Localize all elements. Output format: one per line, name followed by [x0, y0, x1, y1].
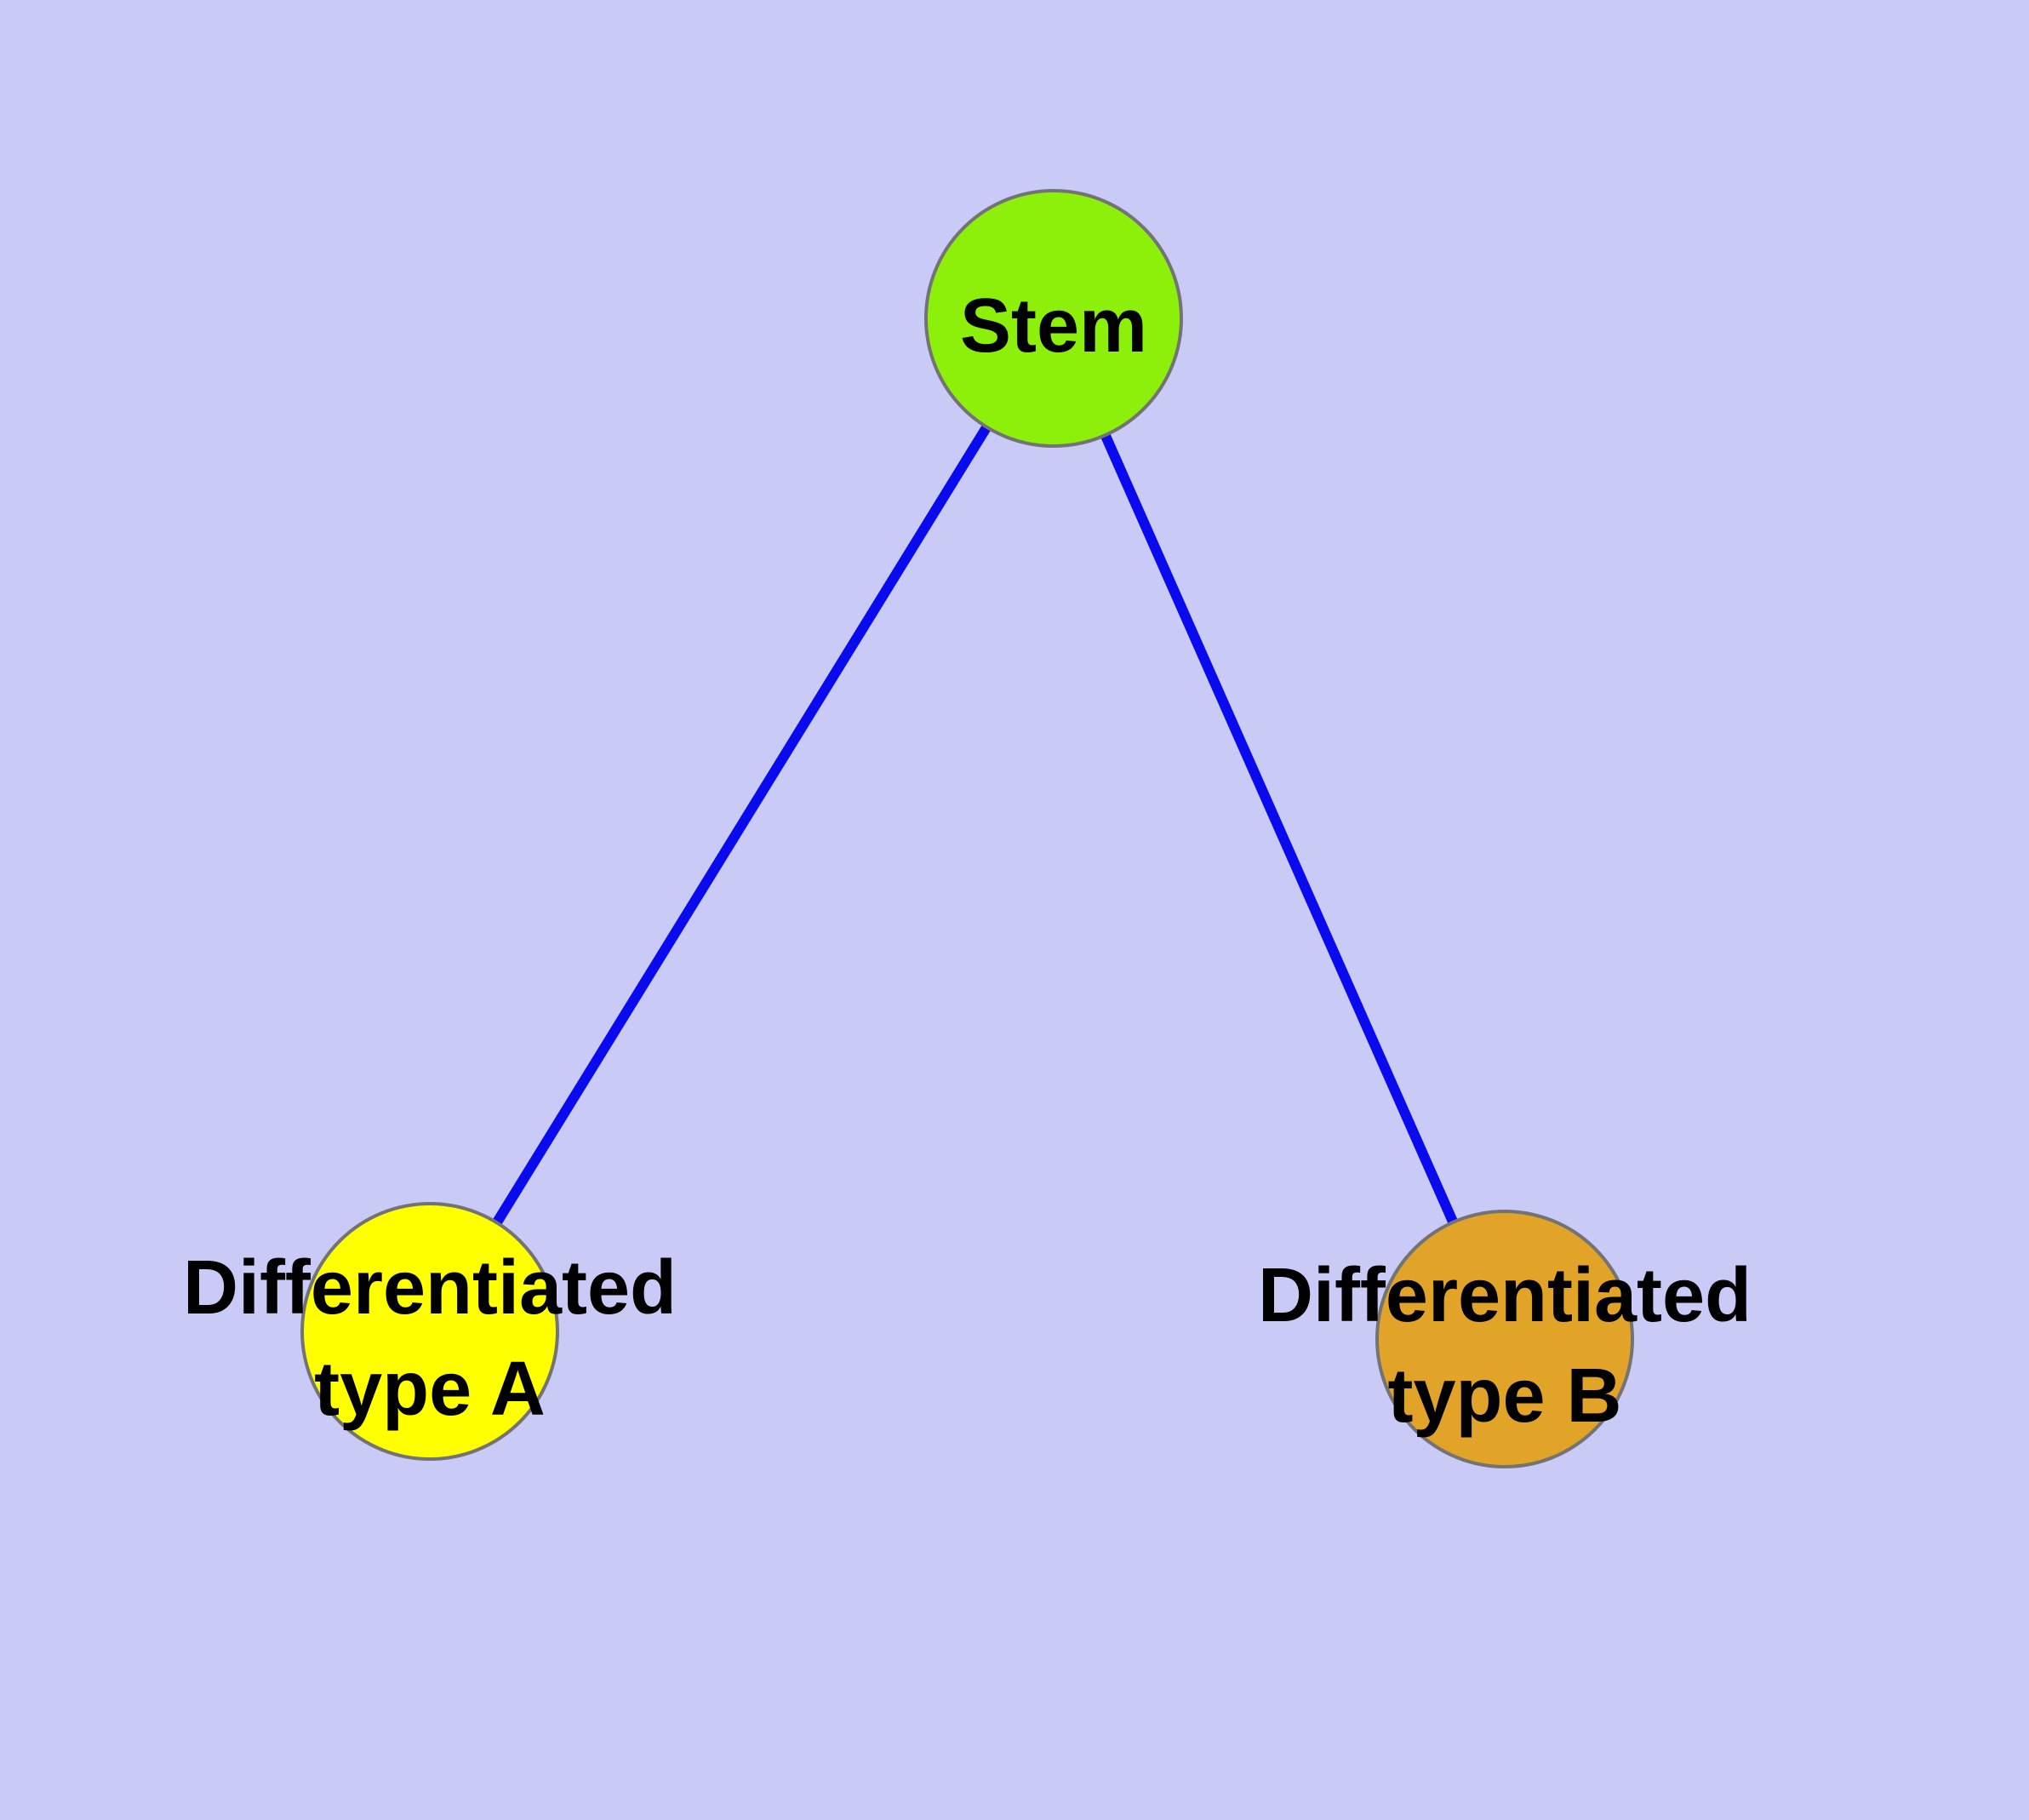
- node-type-a-label-line2: type A: [314, 1347, 546, 1432]
- node-type-b-label-line1: Differentiated: [1258, 1253, 1752, 1338]
- edge-stem-to-type-a: [425, 315, 1059, 1335]
- node-type-a-circle: [300, 1202, 559, 1461]
- node-type-b-circle: [1375, 1210, 1634, 1468]
- node-stem-label: Stem: [960, 283, 1147, 369]
- node-type-a-label-line1: Differentiated: [183, 1245, 677, 1331]
- edge-stem-to-type-b: [1049, 316, 1510, 1342]
- node-type-b-label-line2: type B: [1387, 1354, 1621, 1439]
- node-stem-circle: [924, 189, 1183, 448]
